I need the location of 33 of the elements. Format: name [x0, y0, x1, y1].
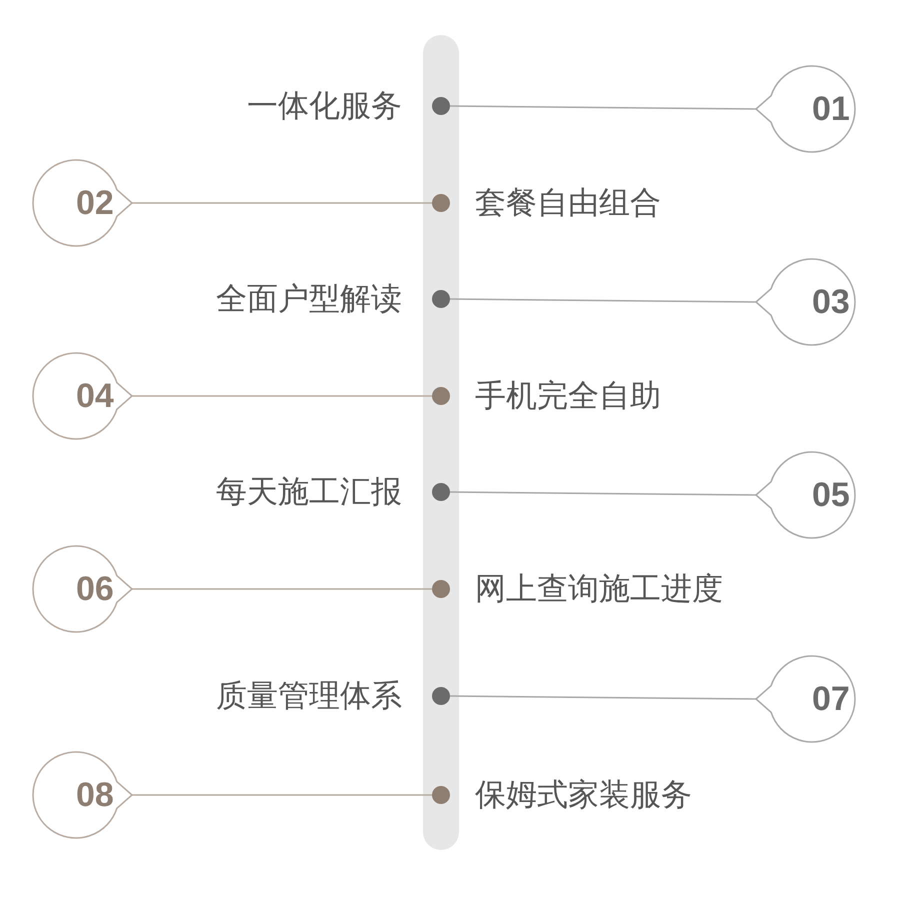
step-number: 04 — [76, 376, 114, 416]
step-label: 一体化服务 — [247, 87, 402, 125]
connector-line — [132, 395, 432, 397]
timeline-bar — [423, 35, 459, 850]
step-number: 08 — [76, 775, 114, 815]
step-label: 每天施工汇报 — [216, 473, 402, 511]
connector-line — [132, 794, 432, 796]
step-number: 05 — [812, 475, 850, 515]
step-number: 02 — [76, 183, 114, 223]
step-label: 质量管理体系 — [216, 677, 402, 715]
step-label: 套餐自由组合 — [475, 184, 661, 222]
step-number: 06 — [76, 569, 114, 609]
connector-line — [132, 588, 432, 590]
timeline-dot — [432, 687, 450, 705]
timeline-dot — [432, 483, 450, 501]
step-number: 01 — [812, 89, 850, 129]
step-number: 03 — [812, 282, 850, 322]
step-number: 07 — [812, 679, 850, 719]
connector-line — [450, 695, 756, 700]
timeline-dot — [432, 387, 450, 405]
connector-line — [450, 298, 756, 303]
step-label: 保姆式家装服务 — [475, 776, 692, 814]
timeline-dot — [432, 97, 450, 115]
connector-line — [132, 202, 432, 204]
timeline-dot — [432, 786, 450, 804]
step-label: 全面户型解读 — [216, 280, 402, 318]
timeline-dot — [432, 290, 450, 308]
timeline-dot — [432, 194, 450, 212]
connector-line — [450, 105, 756, 110]
timeline-dot — [432, 580, 450, 598]
connector-line — [450, 491, 756, 496]
step-label: 网上查询施工进度 — [475, 570, 723, 608]
step-label: 手机完全自助 — [475, 377, 661, 415]
